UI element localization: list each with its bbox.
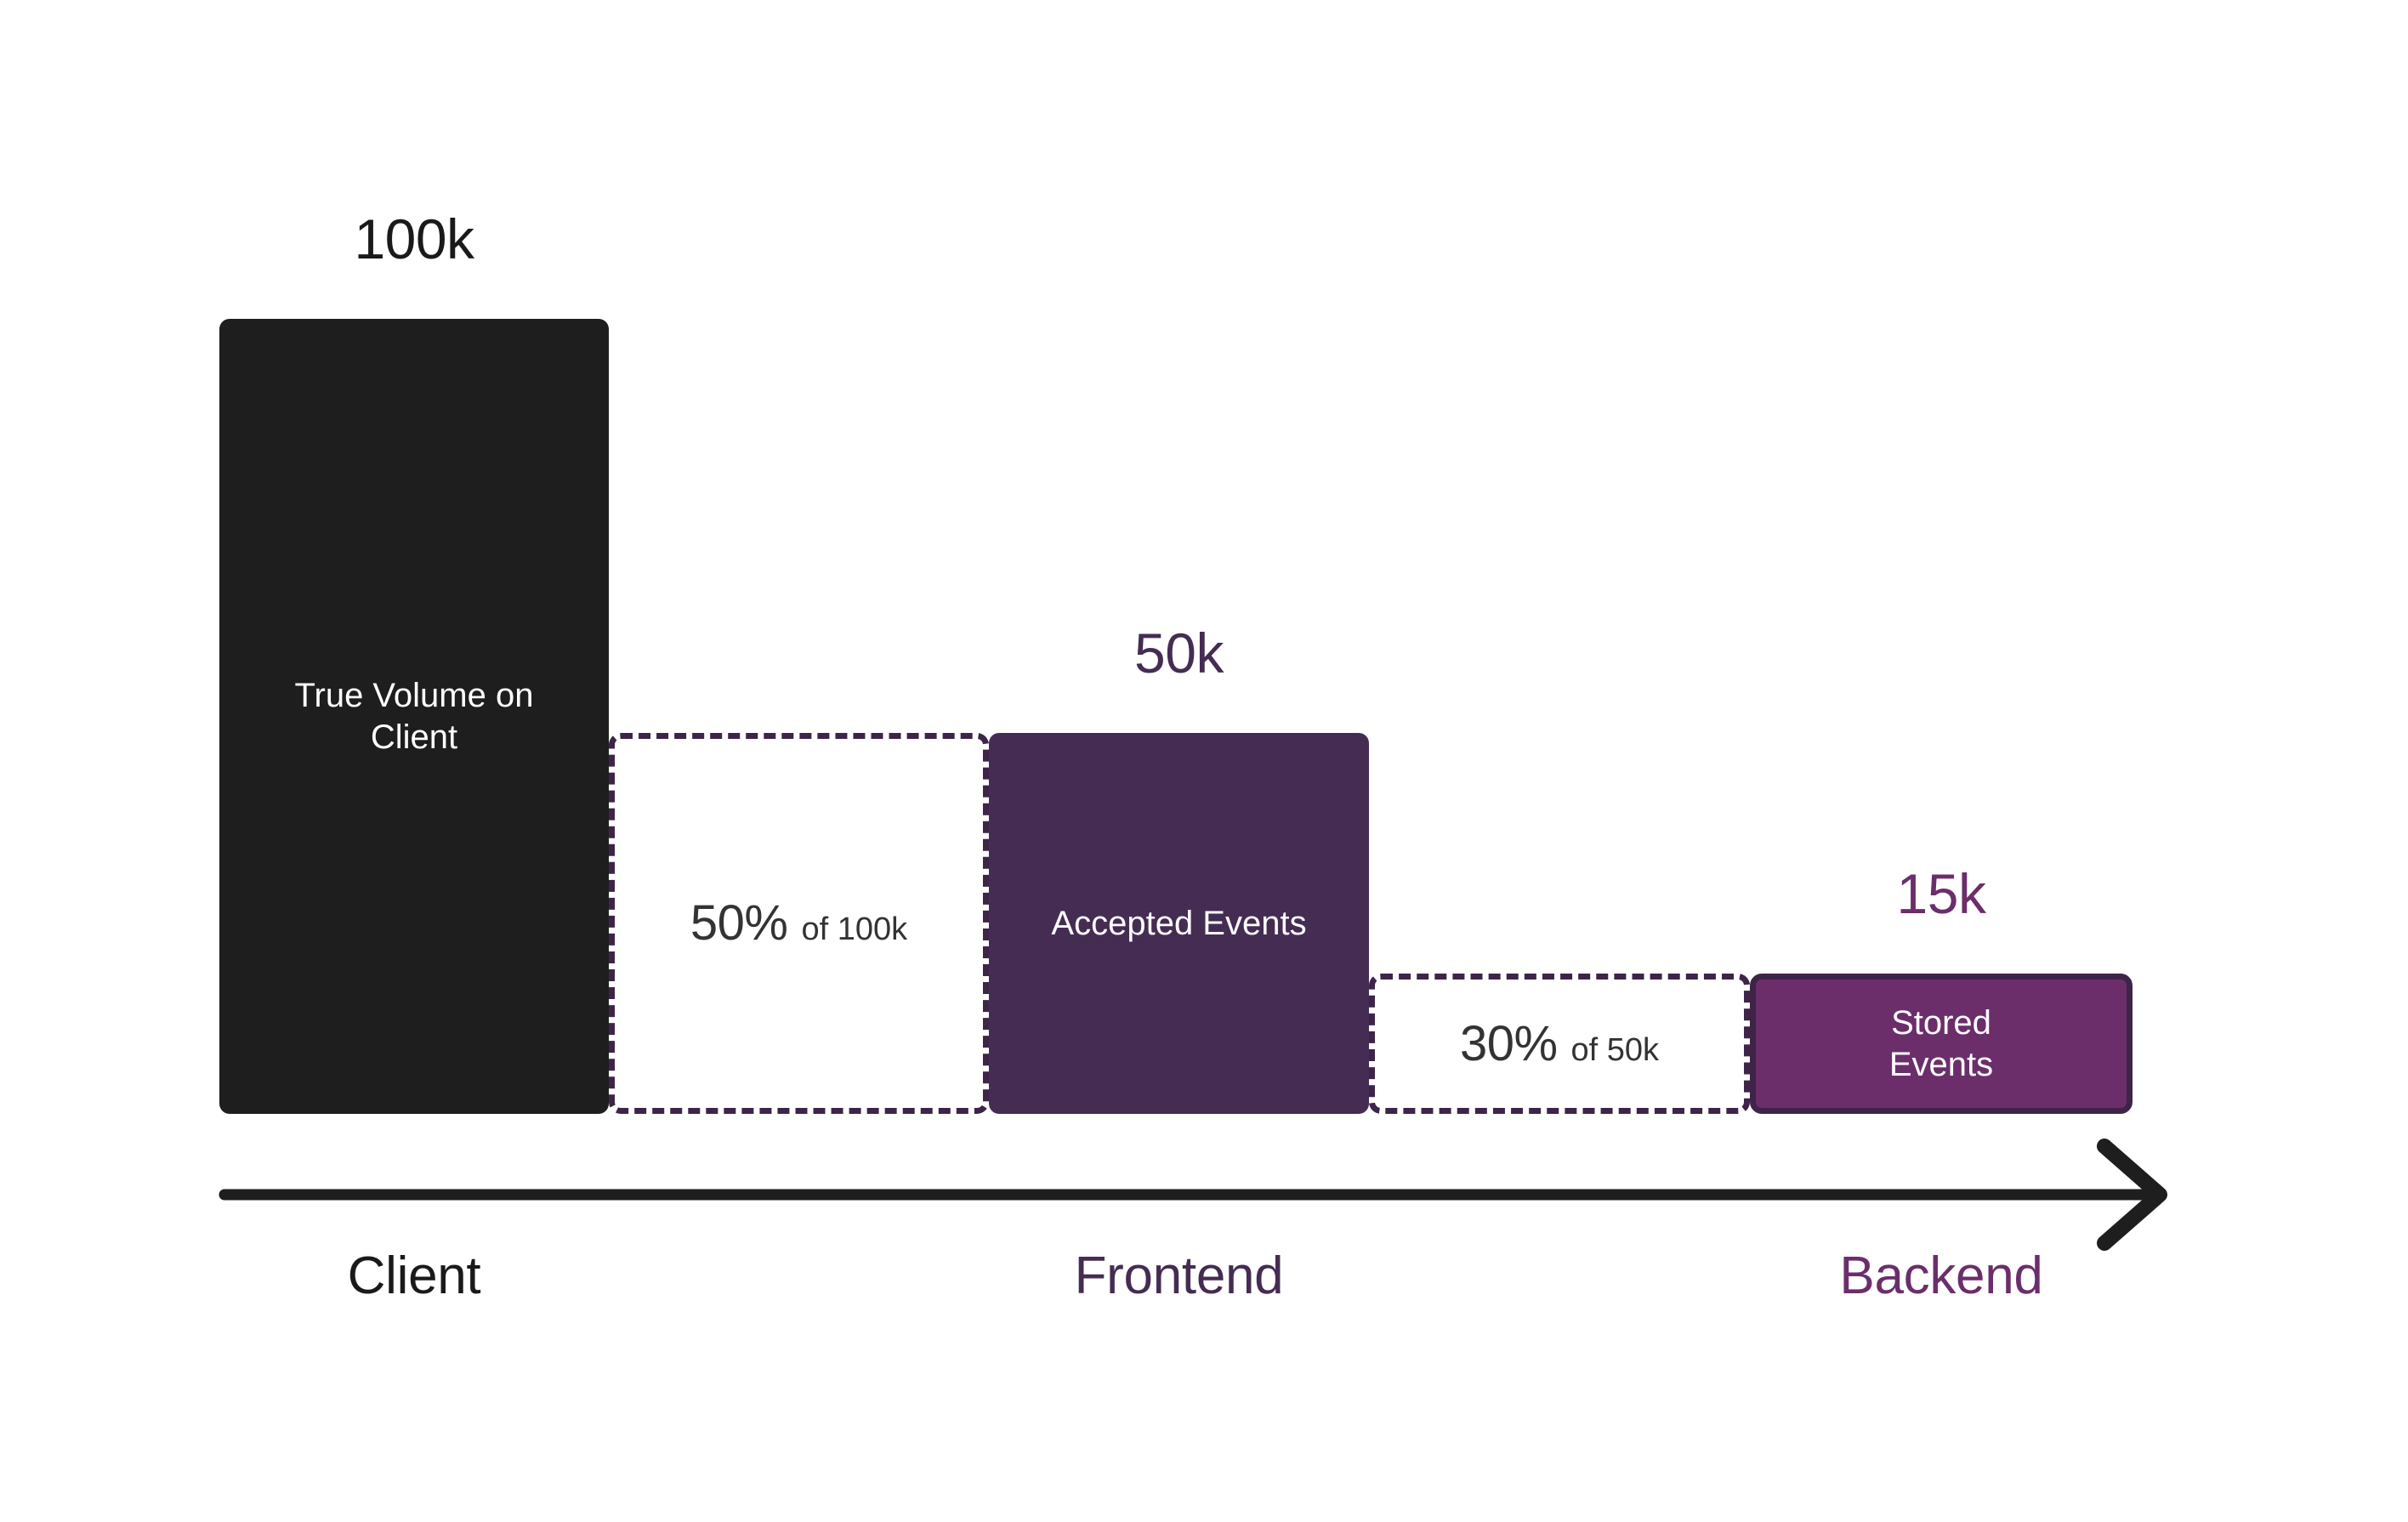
dropoff-of-label-2: of 50k xyxy=(1570,1031,1660,1068)
dropoff-of-label-1: of 100k xyxy=(801,911,908,947)
dropoff-text-1: 50% of 100k xyxy=(690,899,907,948)
bar-client: True Volume on Client xyxy=(219,319,609,1114)
bar-frontend: Accepted Events xyxy=(989,733,1369,1114)
dropoff-percent-2: 30% xyxy=(1459,1015,1558,1071)
stage-label-client: Client xyxy=(347,1247,481,1305)
bar-frontend-caption: Accepted Events xyxy=(1051,904,1307,942)
dropoff-box-client-to-frontend: 50% of 100k xyxy=(609,733,989,1114)
dropoff-text-2: 30% of 50k xyxy=(1460,1019,1659,1069)
dropoff-percent-1: 50% xyxy=(690,895,788,951)
bar-backend: Stored Events xyxy=(1750,974,2133,1114)
stage-label-backend: Backend xyxy=(1839,1247,2043,1305)
bar-backend-caption: Stored Events xyxy=(1888,1003,1994,1083)
dropoff-box-frontend-to-backend: 30% of 50k xyxy=(1369,974,1750,1114)
stage-label-frontend: Frontend xyxy=(1074,1247,1284,1305)
value-label-frontend: 50k xyxy=(1134,622,1224,684)
value-label-backend: 15k xyxy=(1896,862,1986,925)
value-label-client: 100k xyxy=(354,207,474,270)
bar-client-caption: True Volume on Client xyxy=(294,676,534,756)
